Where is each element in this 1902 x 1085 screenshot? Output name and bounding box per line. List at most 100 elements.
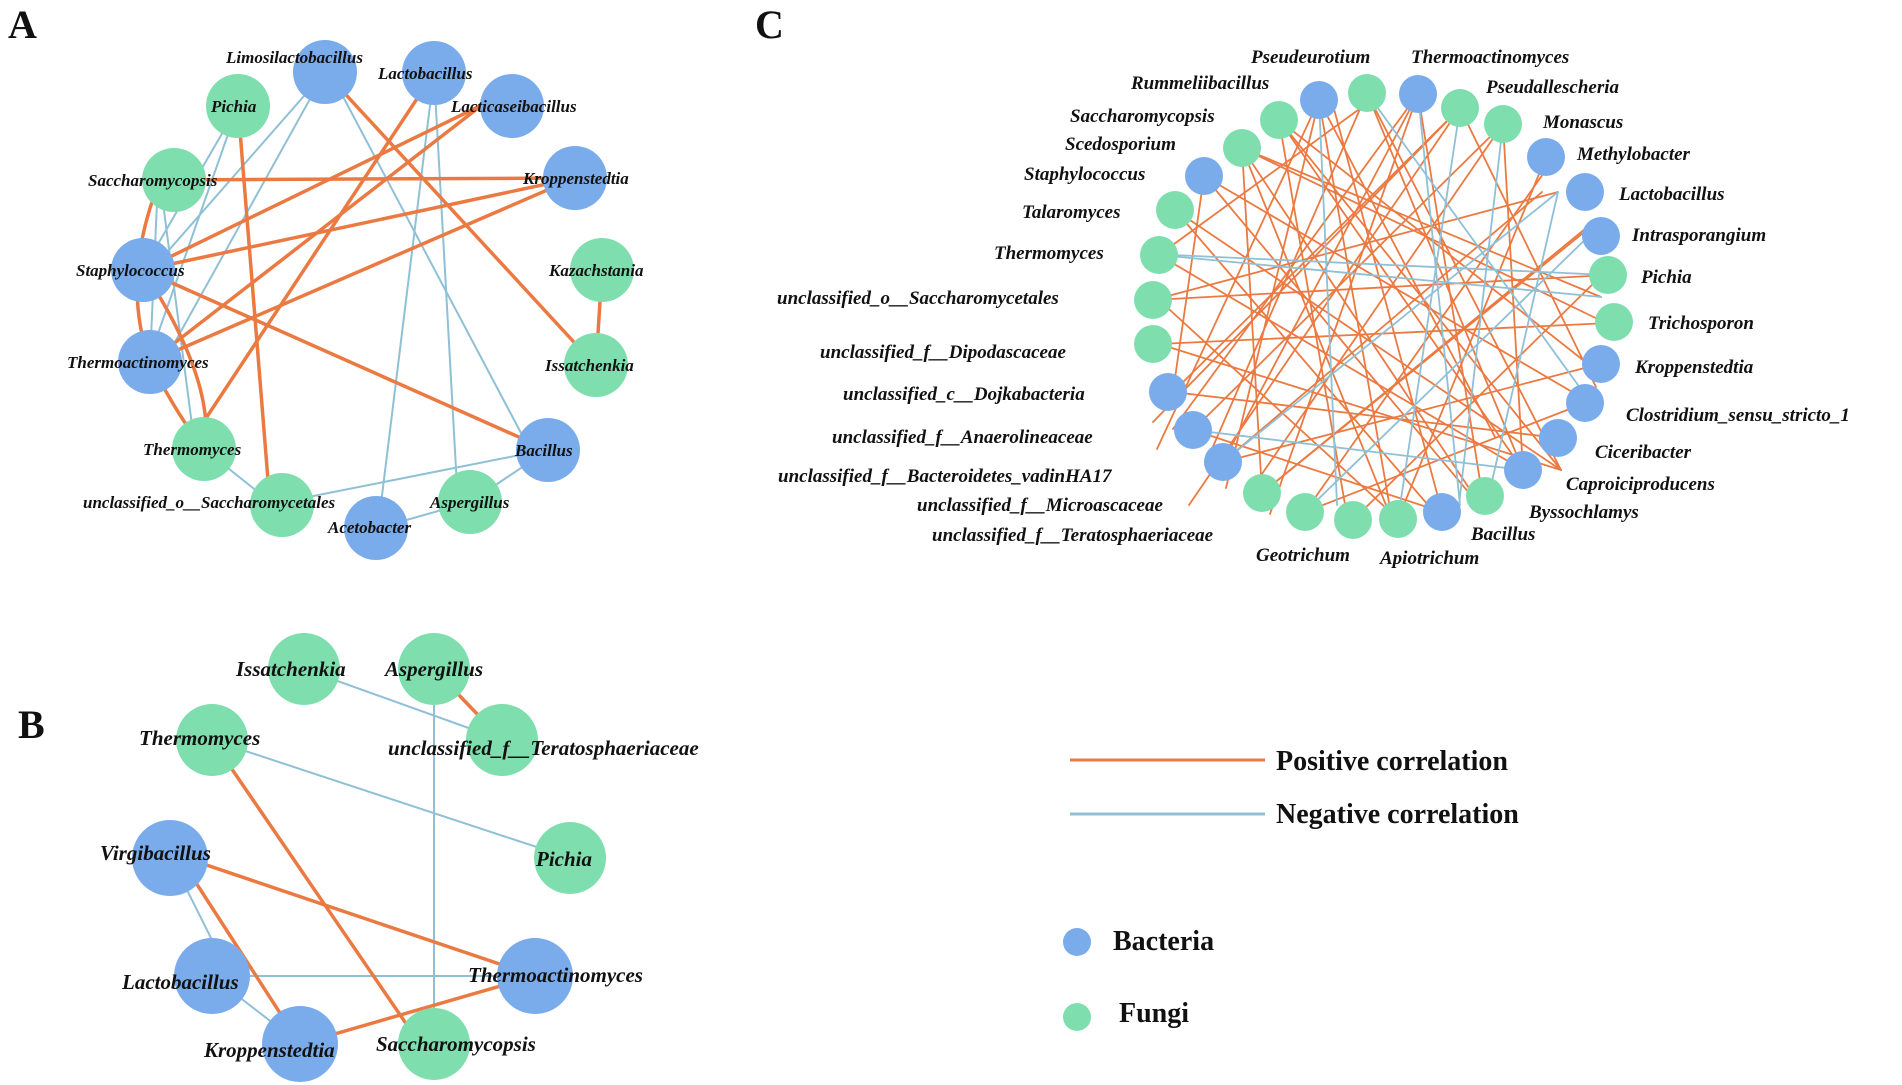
label-unclassified-saccharomycetales: unclassified_o__Saccharomycetales: [777, 288, 1059, 309]
edge-negative: [154, 71, 326, 267]
edge-positive: [141, 176, 577, 272]
panel-c: C: [755, 2, 1850, 569]
edge-positive: [1222, 93, 1419, 463]
node-staphylococcus: [1185, 157, 1223, 195]
label-bacillus: Bacillus: [1470, 524, 1535, 545]
edge-negative: [1397, 107, 1461, 520]
node-aspergillus: [438, 470, 502, 534]
edge-positive: [1172, 391, 1559, 439]
edge-negative: [1304, 229, 1596, 513]
label-pichia: Pichia: [210, 97, 257, 116]
node-saccharomycopsis: [142, 148, 206, 212]
node-thermoactinomyces: [118, 330, 182, 394]
edge-negative: [1458, 123, 1504, 506]
edge-positive: [148, 176, 577, 364]
edge-positive: [1261, 228, 1589, 494]
panel-a-labels: Limosilactobacillus Lactobacillus Pichia…: [67, 48, 644, 537]
edge-positive: [1188, 107, 1461, 506]
node-kroppenstedtia: [262, 1006, 338, 1082]
edge-positive: [1318, 99, 1496, 438]
label-staphylococcus: Staphylococcus: [1024, 164, 1145, 185]
label-unclassified-dojkabacteria: unclassified_c__Dojkabacteria: [843, 384, 1085, 405]
label-issatchenkia: Issatchenkia: [235, 657, 346, 681]
label-clostridium: Clostridium_sensu_stricto_1: [1626, 405, 1850, 426]
node-pichia: [206, 74, 270, 138]
label-rummeliibacillus: Rummeliibacillus: [1130, 73, 1269, 94]
label-apiotrichum: Apiotrichum: [1379, 548, 1479, 569]
node-unclassified-dipodascaceae: [1134, 325, 1172, 363]
edge-positive: [1329, 93, 1443, 513]
node-bacillus: [516, 418, 580, 482]
edge-positive: [1278, 119, 1524, 471]
legend-fungi-dot: [1063, 1003, 1091, 1031]
edge-positive: [298, 974, 537, 1046]
edge-positive: [1304, 156, 1556, 513]
edge-positive: [1318, 99, 1392, 515]
node-limosilactobacillus: [293, 40, 357, 104]
label-aspergillus: Aspergillus: [429, 493, 510, 512]
label-byssochlamys: Byssochlamys: [1528, 502, 1639, 523]
node-virgibacillus: [132, 820, 208, 896]
node-trichosporon: [1595, 303, 1633, 341]
node-thermomyces: [1140, 236, 1178, 274]
edge-positive: [1304, 402, 1586, 513]
edge-negative: [1417, 93, 1461, 506]
legend: Positive correlation Negative correlatio…: [1063, 746, 1519, 1031]
node-lactobacillus: [174, 938, 250, 1014]
label-kroppenstedtia: Kroppenstedtia: [203, 1038, 335, 1062]
node-pseudeurotium: [1348, 74, 1386, 112]
edge-negative: [433, 72, 459, 506]
node-monascus: [1484, 105, 1522, 143]
label-methylobacter: Methylobacter: [1576, 144, 1691, 165]
panel-c-nodes: [1134, 74, 1633, 539]
edge-positive: [158, 176, 577, 182]
edge-negative: [164, 71, 326, 361]
node-thermomyces: [172, 417, 236, 481]
edge-positive: [183, 71, 436, 452]
edge-positive: [1241, 147, 1605, 323]
node-kroppenstedtia: [1582, 345, 1620, 383]
label-thermoactinomyces: Thermoactinomyces: [1411, 47, 1569, 68]
legend-bacteria-dot: [1063, 928, 1091, 956]
node-scedosporium: [1223, 129, 1261, 167]
label-unclassified-saccharomycetales: unclassified_o__Saccharomycetales: [83, 493, 336, 512]
legend-positive-label: Positive correlation: [1276, 746, 1508, 777]
edge-positive: [141, 268, 550, 452]
node-unclassified-dojkabacteria: [1149, 373, 1187, 411]
panel-a: A: [8, 2, 644, 560]
label-thermomyces: Thermomyces: [994, 243, 1104, 264]
legend-negative-label: Negative correlation: [1276, 799, 1519, 830]
label-unclassified-bacteroidetes: unclassified_f__Bacteroidetes_vadinHA17: [778, 466, 1113, 487]
label-aspergillus: Aspergillus: [383, 657, 483, 681]
label-unclassified-teratosphaeriaceae: unclassified_f__Teratosphaeriaceae: [388, 736, 699, 760]
edge-positive: [141, 103, 484, 272]
edge-negative: [1222, 191, 1559, 463]
node-saccharomycopsis: [1260, 101, 1298, 139]
node-kroppenstedtia: [543, 146, 607, 210]
node-thermoactinomyces: [497, 938, 573, 1014]
label-thermoactinomyces: Thermoactinomyces: [468, 963, 643, 987]
node-pseudallescheria: [1441, 89, 1479, 127]
node-lactobacillus: [1566, 173, 1604, 211]
node-staphylococcus: [111, 238, 175, 302]
edge-positive: [1158, 343, 1562, 471]
edge-positive: [1158, 299, 1399, 520]
label-pichia: Pichia: [1640, 267, 1692, 288]
label-kroppenstedtia: Kroppenstedtia: [522, 169, 629, 188]
node-methylobacter: [1527, 138, 1565, 176]
panel-c-labels: Pseudeurotium Thermoactinomyces Rummelii…: [777, 47, 1850, 569]
panel-b-letter: B: [18, 702, 45, 747]
label-thermomyces: Thermomyces: [143, 440, 242, 459]
edge-negative: [267, 449, 546, 506]
node-ciceribacter: [1539, 419, 1577, 457]
node-apiotrichum: [1379, 500, 1417, 538]
edge-negative: [1366, 92, 1592, 404]
panel-c-letter: C: [755, 2, 784, 47]
edge-positive: [1241, 147, 1486, 513]
node-intrasporangium: [1582, 217, 1620, 255]
edge-negative: [147, 105, 239, 363]
node-thermoactinomyces: [1399, 75, 1437, 113]
label-kazachstania: Kazachstania: [548, 261, 644, 280]
edge-positive: [1152, 274, 1609, 301]
edge-negative: [159, 179, 196, 449]
